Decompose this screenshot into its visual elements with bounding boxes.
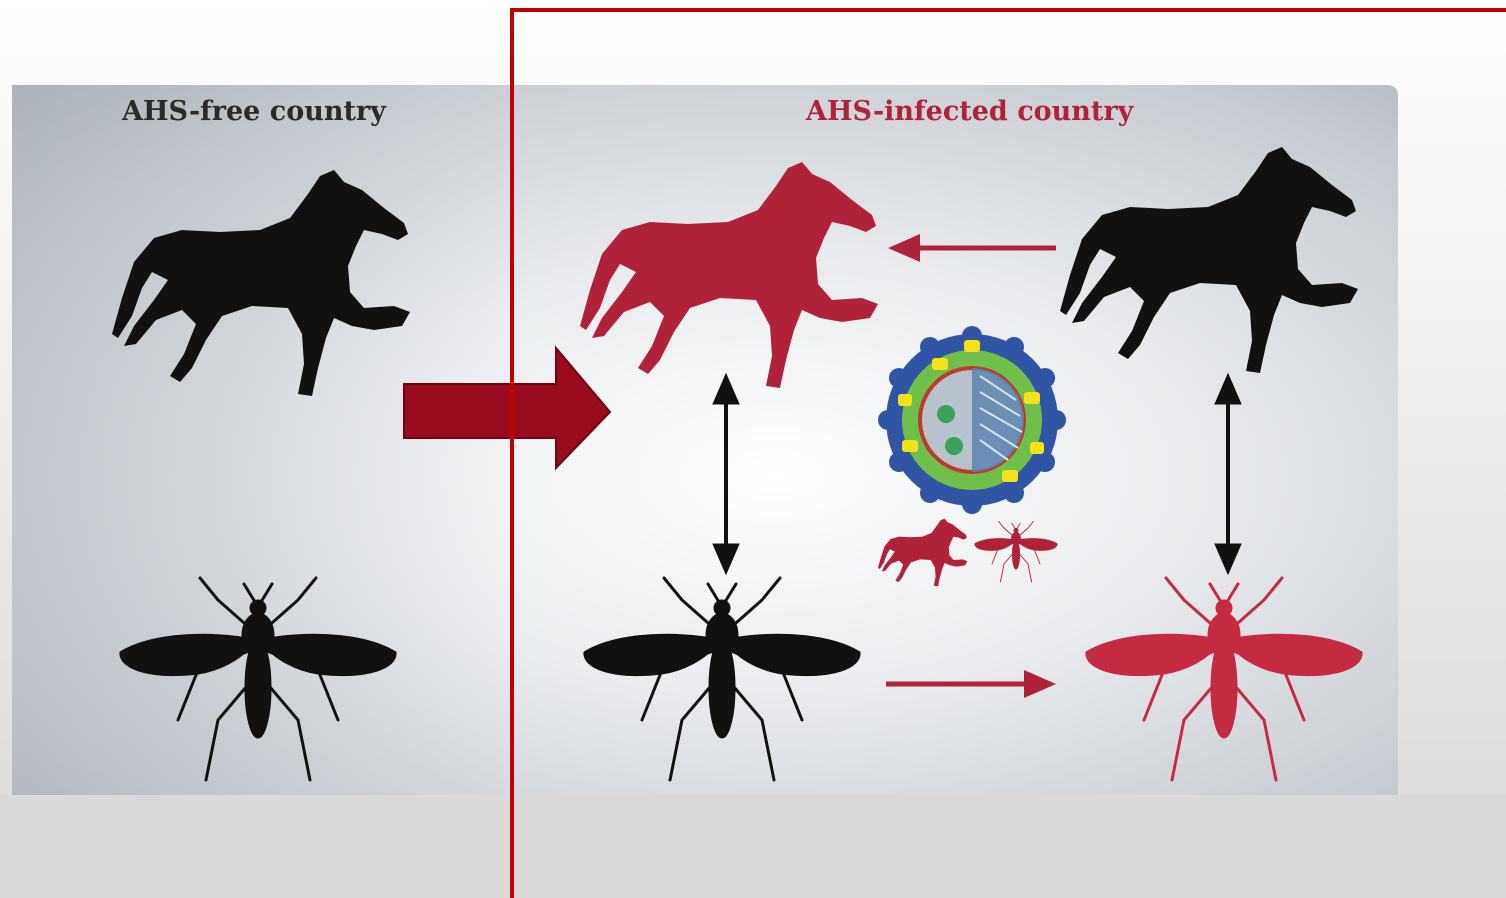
small-horse-icon: [878, 519, 967, 587]
right-transmission-double-arrow-icon: [1215, 374, 1241, 574]
susceptible-horse-icon: [1060, 147, 1358, 373]
horse-infection-arrow-icon: [888, 234, 1056, 262]
transition-arrow-icon: [404, 348, 610, 468]
infected-midge-icon: [1086, 578, 1362, 780]
healthy-horse-icon: [112, 170, 410, 396]
midge-infection-arrow-icon: [886, 670, 1056, 698]
virus-particle-icon: [878, 326, 1066, 514]
left-transmission-double-arrow-icon: [713, 374, 739, 574]
healthy-midge-icon: [120, 578, 396, 780]
small-midge-icon: [975, 521, 1058, 582]
infected-horse-icon: [580, 162, 878, 388]
susceptible-midge-icon: [584, 578, 860, 780]
